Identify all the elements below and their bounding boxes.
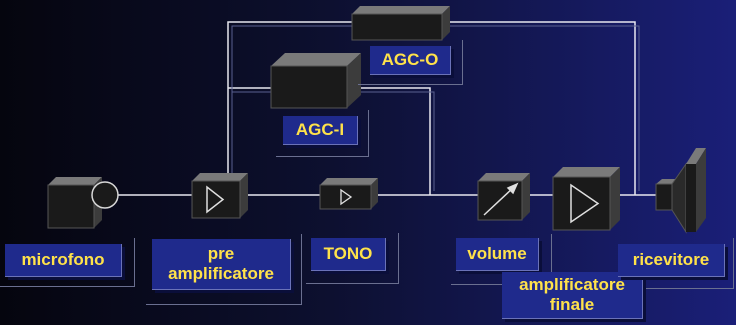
- final-amp-block: [552, 167, 620, 231]
- microfono-label-text: microfono: [21, 250, 105, 269]
- final-amp-label: amplificatore finale: [502, 272, 643, 319]
- agc-i-block: [270, 53, 361, 109]
- signal-wires: [118, 21, 656, 196]
- amplifier-triangle-icon: [570, 183, 600, 224]
- agc-i-label: AGC-I: [283, 116, 358, 145]
- preamp-label-line1: pre: [207, 244, 235, 263]
- ricevitore-label: ricevitore: [618, 244, 725, 277]
- microphone-icon: [47, 177, 119, 229]
- wire-agc-o-output: [450, 21, 636, 195]
- volume-label: volume: [456, 238, 539, 271]
- microfono-label: microfono: [5, 244, 122, 277]
- final-amp-label-line1: amplificatore: [519, 275, 625, 294]
- tone-block: [319, 178, 378, 210]
- volume-label-text: volume: [467, 244, 527, 263]
- preamp-label-line2: amplificatore: [168, 264, 274, 283]
- volume-block: [477, 173, 530, 221]
- wire-agc-o-input: [227, 21, 352, 173]
- ricevitore-label-text: ricevitore: [632, 250, 710, 269]
- agc-o-block: [351, 6, 450, 41]
- tono-label-text: TONO: [323, 244, 373, 263]
- small-triangle-icon: [340, 188, 353, 206]
- wire-agc-i-output: [355, 87, 431, 195]
- preamp-label: pre amplificatore: [152, 239, 291, 290]
- tono-label: TONO: [311, 238, 386, 271]
- wire-shadows: [231, 25, 640, 191]
- amplifier-triangle-icon: [206, 185, 225, 214]
- preamp-block: [191, 173, 248, 219]
- agc-o-label: AGC-O: [370, 46, 451, 75]
- final-amp-label-line2: finale: [549, 295, 595, 314]
- agc-i-label-text: AGC-I: [295, 120, 345, 139]
- agc-o-label-text: AGC-O: [381, 50, 439, 69]
- variable-arrow-icon: [483, 182, 519, 216]
- speaker-icon: [655, 148, 706, 234]
